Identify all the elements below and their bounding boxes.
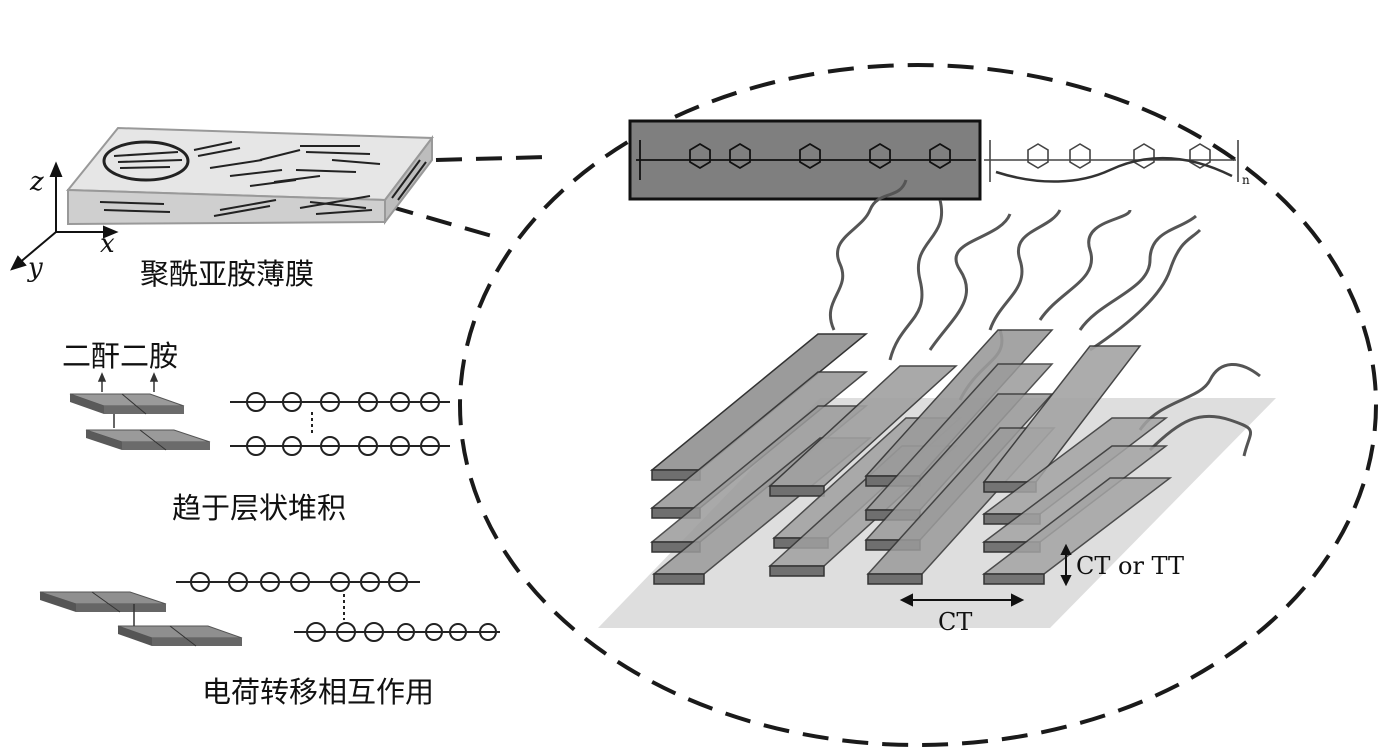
vertical-spacing-arrow <box>1060 543 1072 587</box>
molecule-rows-ct <box>176 572 500 642</box>
label-charge-transfer: 电荷转移相互作用 <box>202 675 434 709</box>
axis-label-y: y <box>27 253 43 283</box>
label-ct: CT <box>938 608 972 636</box>
zoom-ellipse <box>458 63 1378 747</box>
coordinate-axes <box>10 161 119 271</box>
film-highlight-circle <box>102 140 190 182</box>
label-polyimide-film: 聚酰亚胺薄膜 <box>140 257 314 291</box>
repeat-subscript-n: n <box>1242 173 1250 187</box>
stacked-plates-small <box>69 372 211 451</box>
ct-plates-small <box>39 591 243 647</box>
zoom-connector-top <box>435 155 549 162</box>
polyimide-film-block <box>65 126 434 226</box>
repeat-unit-structure: n <box>628 119 1250 201</box>
label-dianhydride-diamine: 二酐二胺 <box>62 339 178 373</box>
horizontal-spacing-arrow <box>899 593 1025 607</box>
stacking-model: CT or TT CT <box>598 179 1276 636</box>
label-ct-or-tt: CT or TT <box>1076 552 1184 580</box>
axis-label-z: z <box>29 167 44 197</box>
zoom-connector-bottom <box>387 204 493 238</box>
molecule-rows-stacked <box>230 392 450 456</box>
axis-label-x: x <box>100 229 115 259</box>
label-layered-stacking: 趋于层状堆积 <box>172 491 346 525</box>
plate-stack-right <box>981 345 1173 585</box>
